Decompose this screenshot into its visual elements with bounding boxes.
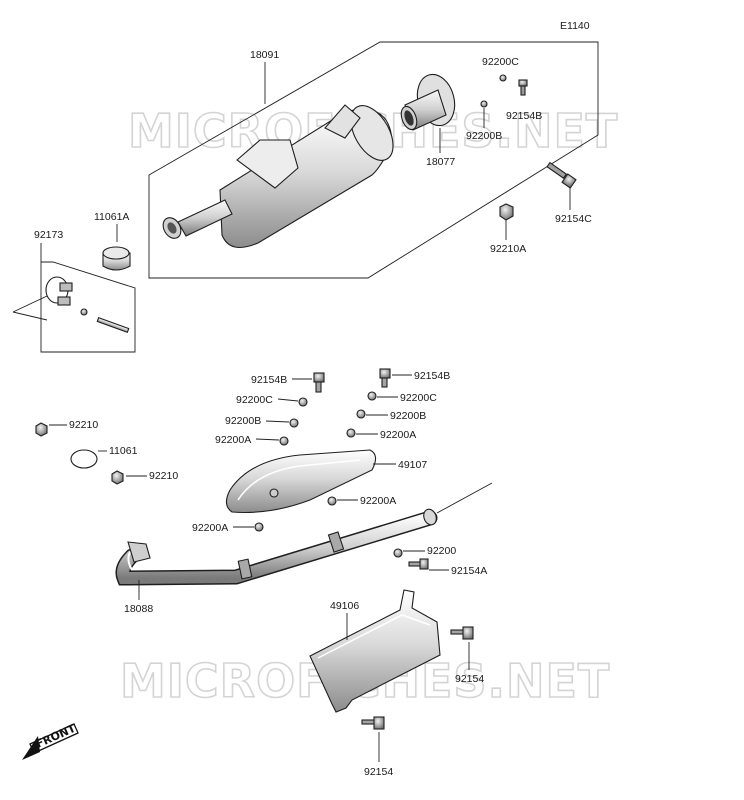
tailpipe-18077 (400, 73, 456, 131)
label-92200c-top: 92200C (482, 56, 519, 68)
label-92173: 92173 (34, 229, 63, 241)
washer-92200b-2 (356, 409, 366, 419)
label-92200c-2: 92200C (400, 392, 437, 404)
bolt-92154a (408, 558, 429, 570)
bolt-92154c (546, 161, 577, 189)
label-11061: 11061 (109, 445, 138, 457)
label-92154b-top: 92154B (506, 110, 542, 122)
label-92154b-1: 92154B (251, 374, 287, 386)
front-label: FRONT (34, 722, 78, 751)
muffler-group-frame (148, 41, 599, 279)
label-92154a: 92154A (451, 565, 487, 577)
washer-92200b-top (480, 100, 488, 108)
nut-92210-1 (35, 422, 48, 437)
label-92200a-1: 92200A (215, 434, 251, 446)
washer-92200c-top (499, 74, 507, 82)
label-11061a: 11061A (94, 211, 129, 223)
clamp-92173 (45, 276, 73, 306)
muffler-18091 (162, 104, 394, 249)
label-92200b-1: 92200B (225, 415, 261, 427)
label-49107: 49107 (398, 459, 427, 471)
diagram-code: E1140 (560, 20, 590, 32)
washer-92200b-1 (289, 418, 299, 428)
bolt-92154b-2 (379, 368, 391, 388)
label-92154b-2: 92154B (414, 370, 450, 382)
exhaust-pipe-18088 (115, 508, 438, 586)
clamp-group-frame (40, 243, 136, 353)
washer-92200a-3 (327, 496, 337, 506)
washer-92200c-2 (367, 391, 377, 401)
gasket-11061a (102, 246, 131, 271)
label-92210a: 92210A (490, 243, 526, 255)
bolt-92154-2 (361, 716, 385, 730)
label-92154-2: 92154 (364, 766, 393, 778)
label-92200b-top: 92200B (466, 130, 502, 142)
label-92200a-4: 92200A (192, 522, 228, 534)
label-49106: 49106 (330, 600, 359, 612)
bolt-92154b-top (518, 79, 528, 96)
nut-clamp (80, 308, 88, 316)
label-92210-2: 92210 (149, 470, 178, 482)
heat-shield-49106 (309, 589, 441, 713)
bolt-92154b-1 (313, 372, 325, 393)
label-92200a-2: 92200A (380, 429, 416, 441)
label-18077: 18077 (426, 156, 455, 168)
gasket-11061 (70, 449, 98, 469)
label-18088: 18088 (124, 603, 153, 615)
washer-92200c-1 (298, 397, 308, 407)
heat-shield-49107 (225, 449, 377, 513)
label-18091: 18091 (250, 49, 279, 61)
washer-92200a-2 (346, 428, 356, 438)
bolt-92154-1 (450, 626, 474, 640)
washer-92200a-1 (279, 436, 289, 446)
label-92210-1: 92210 (69, 419, 98, 431)
washer-92200 (393, 548, 403, 558)
label-92200: 92200 (427, 545, 456, 557)
nut-92210-2 (111, 470, 124, 485)
label-92200a-3: 92200A (360, 495, 396, 507)
label-92200b-2: 92200B (390, 410, 426, 422)
front-direction-icon: FRONT (22, 722, 79, 760)
label-92200c-1: 92200C (236, 394, 273, 406)
label-92154-1: 92154 (455, 673, 484, 685)
washer-92200a-4 (254, 522, 264, 532)
bolt-clamp (96, 316, 130, 334)
nut-92210a (499, 203, 514, 221)
label-92154c: 92154C (555, 213, 592, 225)
